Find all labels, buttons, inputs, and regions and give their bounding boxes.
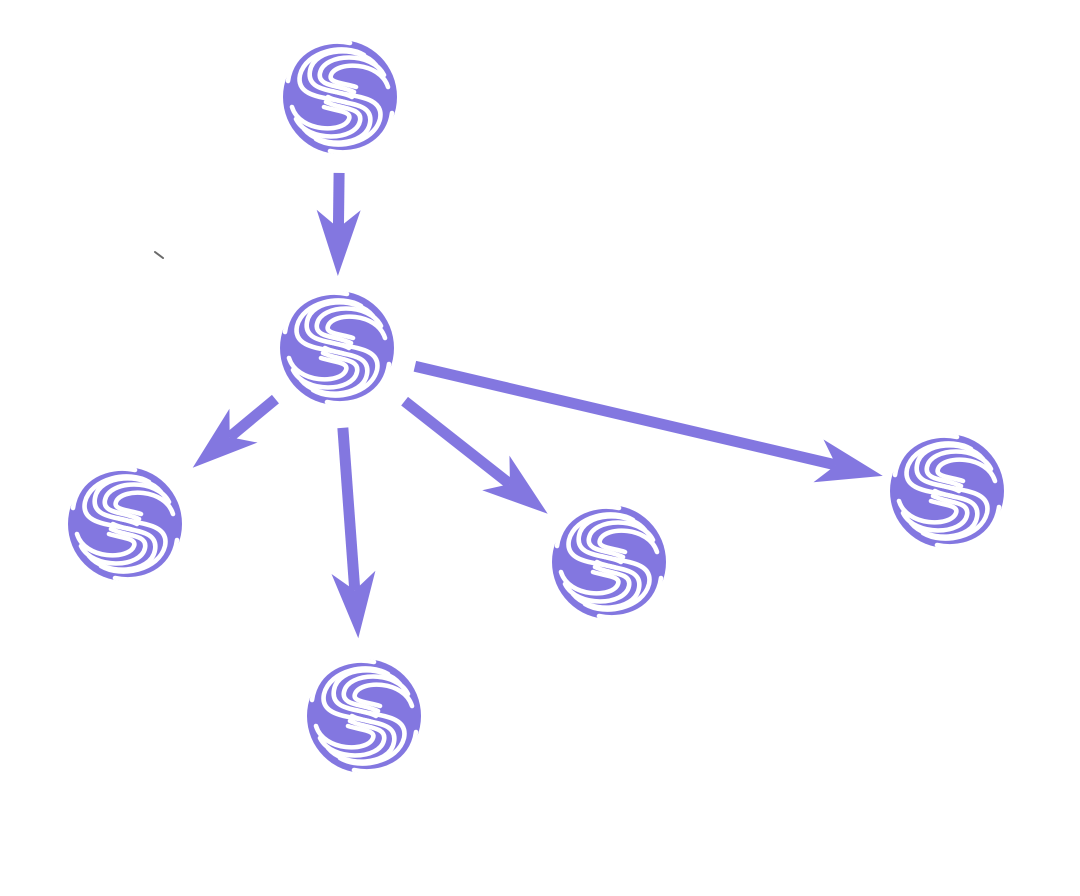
edge-shaft — [332, 172, 345, 229]
arrowhead-icon — [331, 570, 376, 639]
stray-mark — [154, 251, 164, 259]
edge-shaft — [413, 360, 838, 471]
node-leaf-bottom-swirl-s-logo-icon — [307, 659, 421, 773]
edge-shaft — [226, 394, 279, 442]
node-root-swirl-s-logo-icon — [283, 40, 397, 154]
node-hub-swirl-s-logo-icon — [280, 291, 394, 405]
edge-arrow-hub-to-leaf-bottom — [331, 427, 376, 639]
edges-layer — [192, 172, 883, 639]
edge-shaft — [337, 427, 361, 591]
arrowhead-icon — [192, 408, 258, 468]
edge-arrow-hub-to-leaf-right — [413, 360, 883, 483]
arrowhead-icon — [482, 455, 548, 514]
edge-arrow-hub-to-leaf-middle — [401, 396, 548, 514]
edge-arrow-hub-to-leaf-left — [192, 394, 279, 468]
edge-shaft — [401, 396, 514, 489]
node-leaf-middle-swirl-s-logo-icon — [552, 505, 666, 619]
nodes-layer — [68, 40, 1004, 773]
arrowhead-icon — [316, 209, 361, 277]
node-leaf-left-swirl-s-logo-icon — [68, 467, 182, 581]
arrowhead-icon — [813, 439, 883, 483]
edge-arrow-root-to-hub — [316, 172, 361, 277]
node-leaf-right-swirl-s-logo-icon — [890, 434, 1004, 548]
